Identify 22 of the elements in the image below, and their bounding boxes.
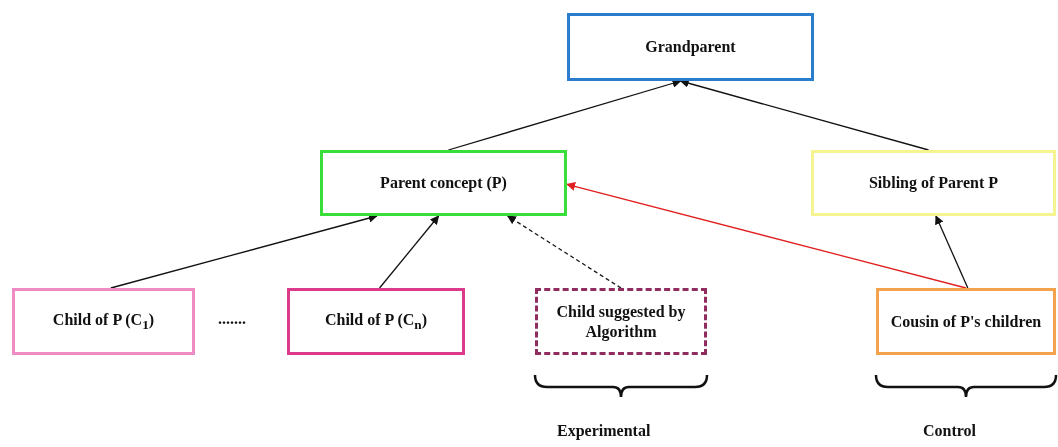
group-label: Control — [923, 422, 977, 440]
concept-box — [12, 288, 195, 355]
node-label: Cousin of P's children — [890, 311, 1042, 332]
concept-box — [287, 288, 465, 355]
concept-box — [811, 150, 1056, 216]
node-label: Grandparent — [645, 37, 736, 57]
concept-box — [320, 150, 567, 216]
arrow — [935, 215, 969, 289]
arrow — [447, 79, 682, 151]
dashed-box — [535, 288, 707, 355]
node-label: Child of P (C$_{n}$) — [324, 309, 428, 334]
group-label: Experimental — [557, 422, 651, 440]
node-label: Child of P (C$_{1}$) — [52, 309, 155, 334]
concept-box — [876, 288, 1056, 355]
arrow — [378, 215, 440, 289]
node-label: Parent concept (P) — [380, 173, 507, 193]
node-label: Child suggested by Algorithm — [555, 302, 687, 341]
arrow — [566, 182, 967, 289]
ellipsis-text: ....... — [218, 310, 246, 328]
node-label: Sibling of Parent P — [868, 173, 998, 193]
arrow — [506, 215, 622, 289]
concept-box — [567, 13, 814, 81]
